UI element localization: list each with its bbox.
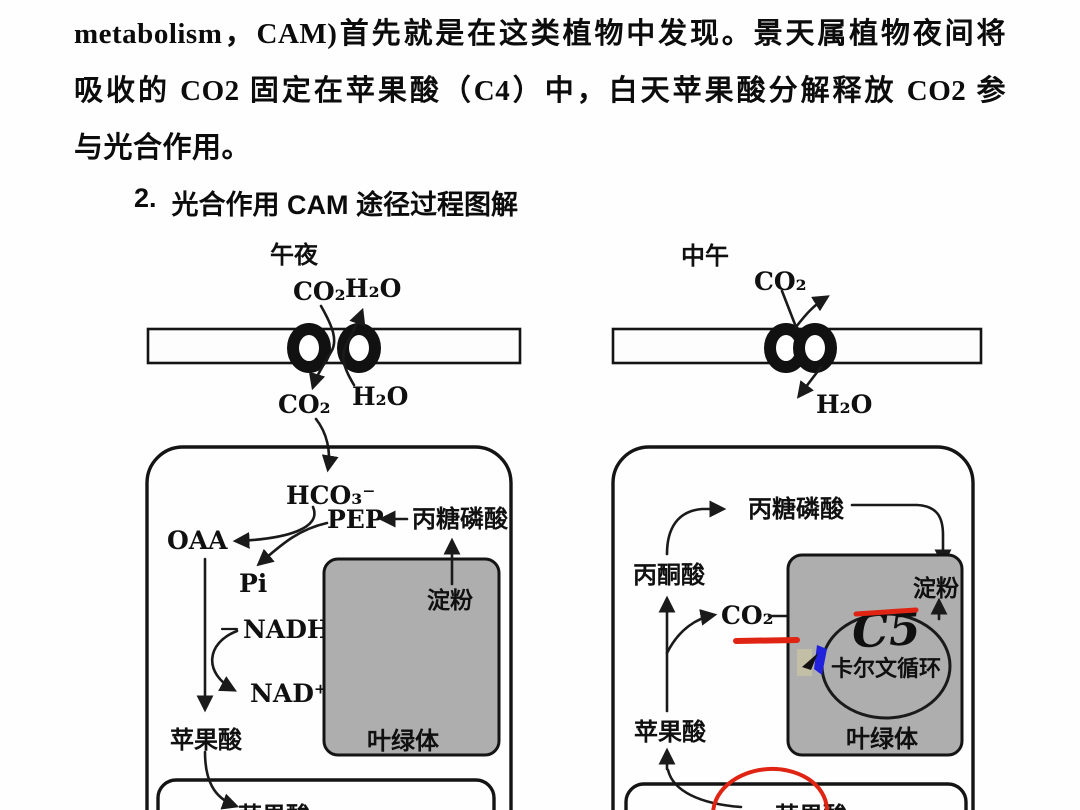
- triose-phosphate-label-left: 丙糖磷酸: [412, 504, 509, 533]
- co2-label-below-stoma: CO₂: [278, 390, 331, 419]
- noon-label: 中午: [681, 241, 729, 270]
- starch-label-right: 淀粉: [913, 575, 959, 602]
- triose-phosphate-label-right: 丙糖磷酸: [748, 494, 845, 523]
- nad-plus-label: NAD⁺: [250, 679, 327, 708]
- co2-released-label: CO₂: [721, 601, 774, 630]
- h2o-blocked-arrow: [796, 365, 823, 399]
- chloroplast-label-right: 叶绿体: [846, 724, 919, 753]
- section-number: 2.: [134, 183, 157, 213]
- starch-label-left: 淀粉: [427, 587, 473, 614]
- malate-label-right: 苹果酸: [634, 717, 707, 746]
- pep-to-pi-arrow: [256, 521, 329, 567]
- vacuole-malate-label-right: 苹果酸: [775, 801, 848, 810]
- co2-entering-stoma-arrow: [308, 304, 336, 391]
- hco3-to-oaa-arrow: [232, 505, 316, 549]
- midnight-label: 午夜: [270, 240, 319, 269]
- co2-into-cell-arrow: [314, 417, 339, 473]
- malate-label-left: 苹果酸: [170, 725, 243, 754]
- chloroplast-box-left: [322, 557, 501, 757]
- pyruvate-to-triose-arrow: [665, 500, 727, 556]
- chloroplast-label-left: 叶绿体: [367, 726, 440, 755]
- h2o-exiting-stoma-arrow: [341, 307, 366, 387]
- h2o-label-below-stoma: H₂O: [352, 382, 408, 411]
- mesophyll-cell-right: [611, 445, 975, 810]
- highlight-mark: [797, 649, 812, 676]
- vacuole-box-left: [156, 778, 496, 810]
- paragraph-line-2: 吸收的 CO2 固定在苹果酸（C4）中，白天苹果酸分解释放 CO2 参: [74, 75, 1006, 107]
- nadh-label: NADH: [243, 615, 331, 644]
- c5-strike-annotation: [853, 607, 919, 617]
- section-heading: 2. 光合作用 CAM 途径过程图解: [134, 183, 518, 222]
- co2-bounce-arrow: [780, 289, 830, 330]
- mouse-cursor-icon: [802, 653, 818, 670]
- vacuole-malate-line: [666, 768, 743, 809]
- body-paragraph: metabolism，CAM)首先就是在这类植物中发现。景天属植物夜间将 吸收的…: [74, 6, 1006, 177]
- hco3-label: HCO₃⁻: [286, 481, 375, 510]
- mesophyll-cell-left: [145, 445, 513, 810]
- midnight-diagram: 午夜 CO₂ H₂O H₂O CO₂ HCO₃⁻ PEP 丙糖磷酸 OAA Pi: [145, 240, 522, 810]
- red-circle-annotation: [711, 766, 829, 810]
- chloroplast-box-right: [786, 553, 964, 757]
- paragraph-line-1: metabolism，CAM)首先就是在这类植物中发现。景天属植物夜间将: [74, 18, 1006, 50]
- co2-label-above-closed-stoma: CO₂: [754, 267, 807, 296]
- co2-label-above-stoma: CO₂: [293, 277, 346, 306]
- paragraph-line-3: 与光合作用。: [74, 132, 252, 164]
- red-underline-annotation: [733, 637, 800, 644]
- pyruvate-label: 丙酮酸: [633, 560, 706, 589]
- nadh-to-nad-arc: [210, 629, 239, 692]
- malate-into-vacuole-arrow: [203, 750, 240, 810]
- guard-cell-right-closed: [793, 323, 837, 373]
- guard-cell-right: [337, 323, 381, 373]
- pep-label: PEP: [327, 505, 384, 534]
- noon-diagram: 中午 CO₂ H₂O 丙糖磷酸 丙酮酸 CO₂ 淀粉 卡尔文循环: [611, 241, 983, 810]
- calvin-cycle-label: 卡尔文循环: [831, 656, 941, 682]
- malate-to-co2-arrow: [665, 609, 718, 655]
- guard-cell-left: [287, 323, 331, 373]
- vacuole-box-right: [624, 782, 968, 810]
- oaa-label: OAA: [167, 526, 228, 555]
- h2o-label-above-stoma: H₂O: [345, 274, 401, 303]
- blue-pen-mark: [814, 645, 827, 675]
- pi-label: Pi: [239, 569, 267, 598]
- vacuole-malate-label-left: 苹果酸: [238, 801, 311, 810]
- section-title: 光合作用 CAM 途径过程图解: [171, 190, 519, 220]
- triose-to-starch-arrow: [850, 503, 952, 567]
- h2o-label-below-closed-stoma: H₂O: [816, 390, 872, 419]
